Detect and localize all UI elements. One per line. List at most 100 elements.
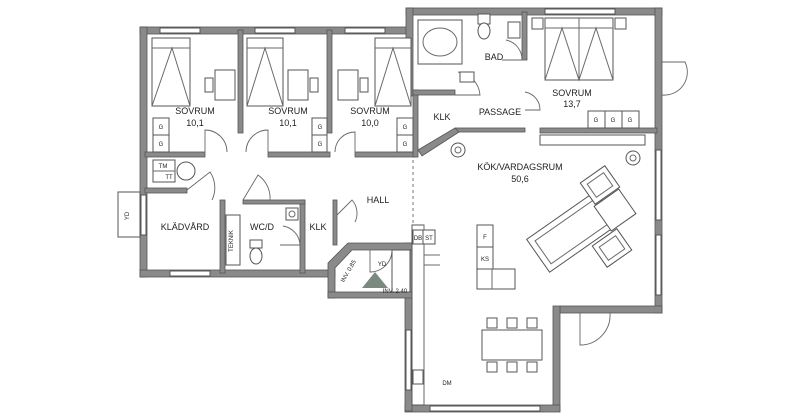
wall-kladvard-east <box>219 199 226 274</box>
nightstand-2 <box>614 17 627 30</box>
wall-south-left <box>139 269 336 278</box>
dining-table <box>481 329 543 361</box>
coffee-table <box>593 188 637 232</box>
wall-bed1-bed2 <box>237 29 244 134</box>
teknik-label: TEKNIK <box>229 230 235 252</box>
wardrobe-label: G <box>403 142 408 148</box>
entry-arrow <box>362 272 388 288</box>
yd-entry-label: YD <box>378 262 387 268</box>
armchair-2 <box>591 228 633 268</box>
entry-closet <box>391 249 411 293</box>
wall-bed-row-south-1 <box>144 151 206 158</box>
toilet-wcd <box>249 239 263 249</box>
room-label-sovrum-1: SOVRUM <box>175 106 215 116</box>
wall-kladvard-north <box>144 187 188 194</box>
sink-wcd <box>285 207 299 221</box>
st-label: ST <box>425 236 433 242</box>
bathtub <box>417 19 463 65</box>
fireplace-icon <box>625 150 641 166</box>
desk-1 <box>214 69 236 101</box>
room-label-wcd: WC/D <box>250 222 274 232</box>
window-bed1 <box>159 27 201 34</box>
wall-bed-row-south-2 <box>267 151 331 158</box>
wardrobe-label: G <box>403 125 408 131</box>
interior-walls <box>144 11 658 274</box>
stove-icon <box>450 142 466 158</box>
desk-3 <box>337 69 359 101</box>
kitchen-counter-top <box>539 134 646 146</box>
furniture-bedrooms <box>151 17 627 107</box>
dm-label: DM <box>442 381 451 387</box>
f-label: F <box>483 235 487 241</box>
room-label-sovrum-4: SOVRUM <box>552 88 592 98</box>
window-east-1 <box>655 149 662 221</box>
door-kladvard <box>186 171 216 201</box>
wall-wcd-east <box>299 199 306 274</box>
wall-klk2-east <box>332 199 338 246</box>
door-klk2 <box>336 199 358 223</box>
wardrobe <box>311 134 328 153</box>
door-bad <box>502 39 523 61</box>
tt-unit <box>176 161 196 181</box>
room-area-sovrum-1: 10,1 <box>186 118 204 128</box>
window-kitchen-west <box>405 329 412 391</box>
wardrobe-label: G <box>159 142 164 148</box>
wardrobe <box>621 110 640 129</box>
wardrobe-label: G <box>628 118 633 124</box>
window-west <box>140 194 147 236</box>
door-bed1 <box>204 129 228 153</box>
wall-east-step <box>559 305 663 314</box>
wall-bed-row-south-3 <box>354 151 418 158</box>
bath-fixtures <box>225 13 521 266</box>
armchair-1 <box>579 165 621 205</box>
dining <box>481 317 543 373</box>
window-south-kitchen <box>429 405 541 412</box>
wall-bad-south <box>412 89 456 96</box>
window-south-kladvard <box>169 270 211 277</box>
tm-label: TM <box>159 164 168 170</box>
wall-bad-east <box>521 11 528 61</box>
window-bed2 <box>254 27 296 34</box>
door-terrace <box>579 312 611 346</box>
bed-3 <box>374 37 412 107</box>
db-label: DB <box>414 236 422 242</box>
room-area-kok: 50,6 <box>511 174 529 184</box>
kitchen: DB ST F KS DM <box>411 134 646 406</box>
wardrobe-label: G <box>611 118 616 124</box>
inv-top-label: INV. 0.85 <box>340 259 358 284</box>
room-area-sovrum-3: 10,0 <box>361 118 379 128</box>
sink-bad <box>459 71 475 83</box>
wall-wcd-north <box>242 199 306 205</box>
wardrobe <box>396 134 414 153</box>
room-label-klk-2: KLK <box>309 222 326 232</box>
window-bed3 <box>344 27 386 34</box>
door-hall-center <box>242 174 271 201</box>
dm-unit <box>412 369 424 385</box>
wardrobe-label: G <box>318 125 323 131</box>
door-bed2 <box>245 129 269 153</box>
room-label-sovrum-2: SOVRUM <box>268 106 308 116</box>
inv-bottom-label: INV. 2.40 <box>383 289 408 295</box>
windows <box>140 8 662 412</box>
chair-1 <box>204 77 214 93</box>
door-bed4 <box>524 91 541 111</box>
room-label-kok: KÖK/VARDAGSRUM <box>477 162 562 172</box>
room-label-klk-1: KLK <box>433 112 450 122</box>
room-label-sovrum-3: SOVRUM <box>350 106 390 116</box>
wall-bed4-south <box>539 127 658 134</box>
wall-terrace <box>552 305 561 412</box>
living-furniture <box>525 165 637 273</box>
chair-2 <box>309 77 319 93</box>
entry: YD INV. 0.85 INV. 2.40 <box>340 249 411 295</box>
wardrobes: G G G G G G G G G <box>152 110 640 153</box>
wardrobe <box>152 134 170 153</box>
door-bed3 <box>334 131 356 153</box>
room-label-bad: BAD <box>485 52 504 62</box>
ks-label: KS <box>481 257 489 263</box>
tt-label: TT <box>165 175 173 181</box>
bed-1 <box>151 37 191 107</box>
room-labels: SOVRUM 10,1 SOVRUM 10,1 SOVRUM 10,0 SOVR… <box>161 52 592 232</box>
wall-klk-angle <box>417 127 460 157</box>
door-wcd <box>280 225 301 246</box>
